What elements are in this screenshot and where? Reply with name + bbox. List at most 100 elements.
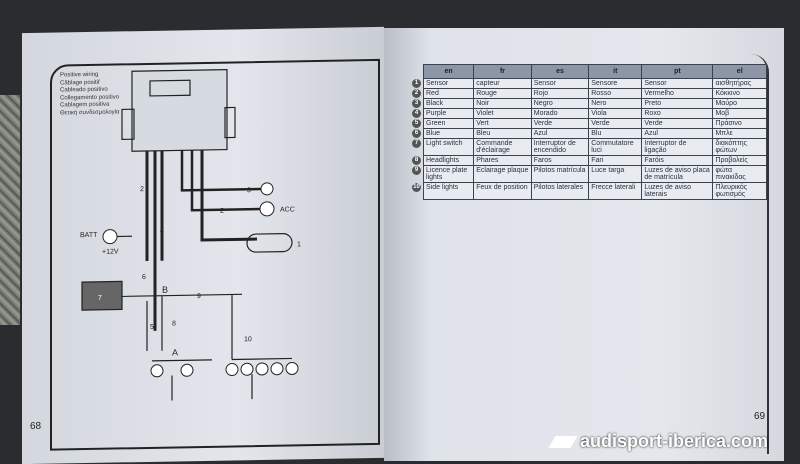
- row-number: 2: [412, 88, 424, 99]
- watermark: audisport-iberica.com: [548, 431, 769, 452]
- table-cell: Eclairage plaque: [473, 165, 532, 183]
- table-cell: Headlights: [422, 155, 475, 166]
- row-number-badge: 8: [412, 155, 421, 165]
- column-header: el: [712, 64, 767, 79]
- table-cell: Luzes de aviso placa de matrícula: [641, 165, 714, 183]
- table-cell: Μπλε: [712, 128, 767, 139]
- table-cell: Verde: [588, 118, 643, 129]
- control-unit: [131, 68, 228, 152]
- table-cell: Κόκκινο: [712, 88, 767, 99]
- table-cell: Interruptor de ligação: [641, 138, 714, 156]
- row-number: 7: [412, 138, 424, 156]
- row-number-badge: 9: [412, 165, 421, 175]
- table-cell: Faros: [530, 155, 590, 166]
- table-cell: Μαύρο: [712, 98, 767, 109]
- column-header: en: [422, 64, 475, 79]
- row-number: 10: [412, 182, 424, 200]
- table-cell: Roxo: [641, 108, 714, 119]
- table-cell: Noir: [473, 98, 532, 109]
- table-cell: Violet: [473, 108, 532, 119]
- table-cell: Sensore: [588, 78, 643, 89]
- callout-2b: 2: [220, 208, 224, 215]
- watermark-text: audisport-iberica.com: [580, 431, 769, 451]
- row-number: 3: [412, 98, 424, 109]
- row-number-badge: 4: [412, 108, 421, 118]
- row-number-badge: 6: [412, 128, 421, 138]
- callout-5: 5: [150, 324, 154, 331]
- table-cell: Azul: [641, 128, 714, 139]
- table-cell: Rouge: [473, 88, 532, 99]
- table-cell: Πλευρικός φωτισμός: [712, 182, 767, 200]
- table-cell: Feux de position: [473, 182, 532, 200]
- callout-4: 4: [160, 228, 164, 235]
- column-header: es: [530, 64, 590, 79]
- table-cell: Luce targa: [588, 165, 643, 183]
- acc-label: ACC: [280, 206, 295, 213]
- watermark-logo-icon: [548, 435, 578, 448]
- table-cell: Preto: [641, 98, 714, 109]
- table-cell: Blue: [422, 128, 475, 139]
- page-number: 69: [754, 411, 766, 422]
- table-cell: Blu: [588, 128, 643, 139]
- table-cell: Light switch: [422, 138, 475, 156]
- row-number: 8: [412, 155, 424, 166]
- table-cell: Commutatore luci: [588, 138, 643, 156]
- table-cell: Red: [422, 88, 475, 99]
- table-cell: Licence plate lights: [422, 165, 475, 183]
- table-cell: Sensor: [530, 78, 590, 89]
- table-cell: Bleu: [473, 128, 532, 139]
- table-cell: Πράσινο: [712, 118, 767, 129]
- unit-bracket: [121, 108, 135, 141]
- table-cell: Negro: [530, 98, 590, 109]
- column-header: pt: [641, 64, 714, 79]
- table-cell: Green: [422, 118, 475, 129]
- table-cell: Frecce laterali: [588, 182, 643, 200]
- wiring-diagram: BATT +12V ACC A B 7 1 2 2 3 4 5 6 8 9 10: [80, 68, 301, 401]
- column-header: it: [588, 64, 643, 79]
- table-cell: Black: [422, 98, 475, 109]
- callout-3: 3: [247, 187, 251, 194]
- row-number-badge: 10: [412, 182, 421, 192]
- row-number-badge: 3: [412, 98, 421, 108]
- unit-label-box: [149, 79, 191, 97]
- junction-b-label: B: [162, 285, 168, 295]
- callout-9: 9: [197, 293, 201, 300]
- row-number: 6: [412, 128, 424, 139]
- table-cell: Commande d'éclairage: [473, 138, 532, 156]
- table-cell: Nero: [588, 98, 643, 109]
- row-number-badge: 1: [412, 78, 421, 88]
- unit-bracket: [224, 106, 236, 139]
- table-cell: Pilotos matrícula: [530, 165, 590, 183]
- table-cell: Προβολείς: [712, 155, 767, 166]
- table-cell: Verde: [530, 118, 590, 129]
- page-number: 68: [30, 420, 42, 433]
- table-cell: Azul: [530, 128, 590, 139]
- row-number-badge: 5: [412, 118, 421, 128]
- row-number: 5: [412, 118, 424, 129]
- row-number-badge: 2: [412, 88, 421, 98]
- table-cell: αισθητήρας: [712, 78, 767, 89]
- table-cell: Viola: [588, 108, 643, 119]
- table-cell: Verde: [641, 118, 714, 129]
- row-number: 1: [412, 78, 424, 89]
- table-cell: Phares: [473, 155, 532, 166]
- table-cell: Morado: [530, 108, 590, 119]
- callout-2: 2: [140, 186, 144, 193]
- table-cell: Vert: [473, 118, 532, 129]
- table-cell: Luzes de aviso laterais: [641, 182, 714, 200]
- table-cell: διακόπτης φώτων: [712, 138, 767, 156]
- table-cell: Vermelho: [641, 88, 714, 99]
